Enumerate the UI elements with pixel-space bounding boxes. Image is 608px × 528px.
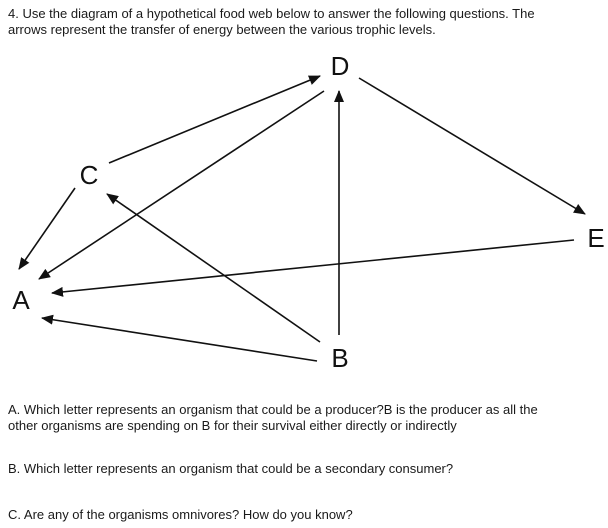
- node-c: C: [80, 160, 99, 190]
- node-b: B: [331, 343, 348, 373]
- part-c-question: C. Are any of the organisms omnivores? H…: [8, 507, 353, 522]
- arrow-b-to-c: [106, 193, 321, 343]
- question-intro: 4. Use the diagram of a hypothetical foo…: [8, 6, 600, 38]
- part-a-question: A. Which letter represents an organism t…: [8, 402, 600, 434]
- arrow-d-to-a: [38, 90, 325, 280]
- question-intro-line-1: 4. Use the diagram of a hypothetical foo…: [8, 6, 535, 21]
- part-a-line-1: A. Which letter represents an organism t…: [8, 402, 538, 417]
- question-intro-line-2: arrows represent the transfer of energy …: [8, 22, 436, 37]
- node-e: E: [587, 223, 604, 253]
- node-a: A: [12, 285, 30, 315]
- arrow-c-to-a: [18, 187, 76, 270]
- food-web-nodes: A B C D E: [12, 51, 604, 373]
- arrow-e-to-a: [51, 239, 575, 297]
- arrow-d-to-e: [358, 77, 586, 215]
- node-d: D: [331, 51, 350, 81]
- arrow-b-to-a: [41, 314, 318, 362]
- part-b-question: B. Which letter represents an organism t…: [8, 461, 454, 476]
- food-web-arrows: [18, 75, 586, 362]
- arrow-c-to-d: [108, 75, 321, 164]
- part-a-line-2: other organisms are spending on B for th…: [8, 418, 457, 433]
